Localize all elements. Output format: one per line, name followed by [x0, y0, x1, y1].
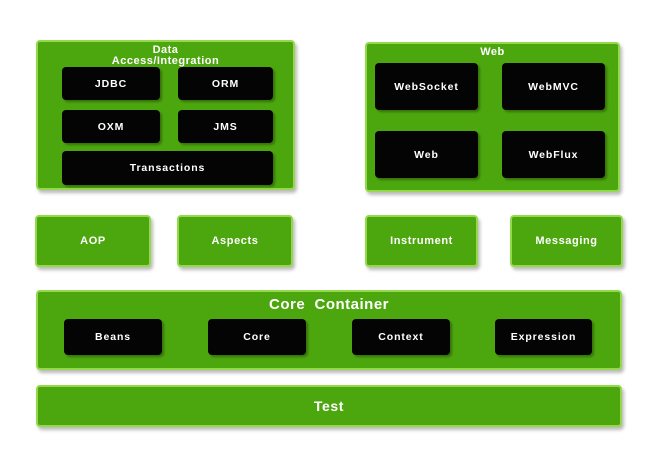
- module-web: Web: [375, 131, 478, 178]
- module-aop: AOP: [35, 215, 151, 267]
- panel-core-container: Core Container Beans Core Context Expres…: [36, 290, 622, 370]
- module-webflux: WebFlux: [502, 131, 605, 178]
- panel-core-container-title: Core Container: [268, 296, 389, 313]
- module-instrument: Instrument: [365, 215, 478, 267]
- panel-data-access-title: Data Access/Integration: [38, 42, 293, 67]
- module-oxm: OXM: [62, 110, 160, 143]
- module-transactions: Transactions: [62, 151, 273, 185]
- module-expression: Expression: [495, 319, 592, 355]
- module-websocket: WebSocket: [375, 63, 478, 110]
- panel-data-access-integration: Data Access/Integration JDBC ORM OXM JMS…: [36, 40, 295, 190]
- panel-test: Test: [36, 385, 622, 427]
- panel-data-access-title-line2: Access/Integration: [111, 55, 220, 67]
- module-core: Core: [208, 319, 306, 355]
- panel-web-title: Web: [480, 46, 505, 58]
- module-jms: JMS: [178, 110, 273, 143]
- module-jdbc: JDBC: [62, 67, 160, 100]
- module-beans: Beans: [64, 319, 162, 355]
- panel-web: Web WebSocket WebMVC Web WebFlux: [365, 42, 620, 192]
- module-messaging: Messaging: [510, 215, 623, 267]
- module-aspects: Aspects: [177, 215, 293, 267]
- panel-data-access-title-line1: Data: [152, 44, 179, 56]
- module-orm: ORM: [178, 67, 273, 100]
- module-context: Context: [352, 319, 450, 355]
- module-webmvc: WebMVC: [502, 63, 605, 110]
